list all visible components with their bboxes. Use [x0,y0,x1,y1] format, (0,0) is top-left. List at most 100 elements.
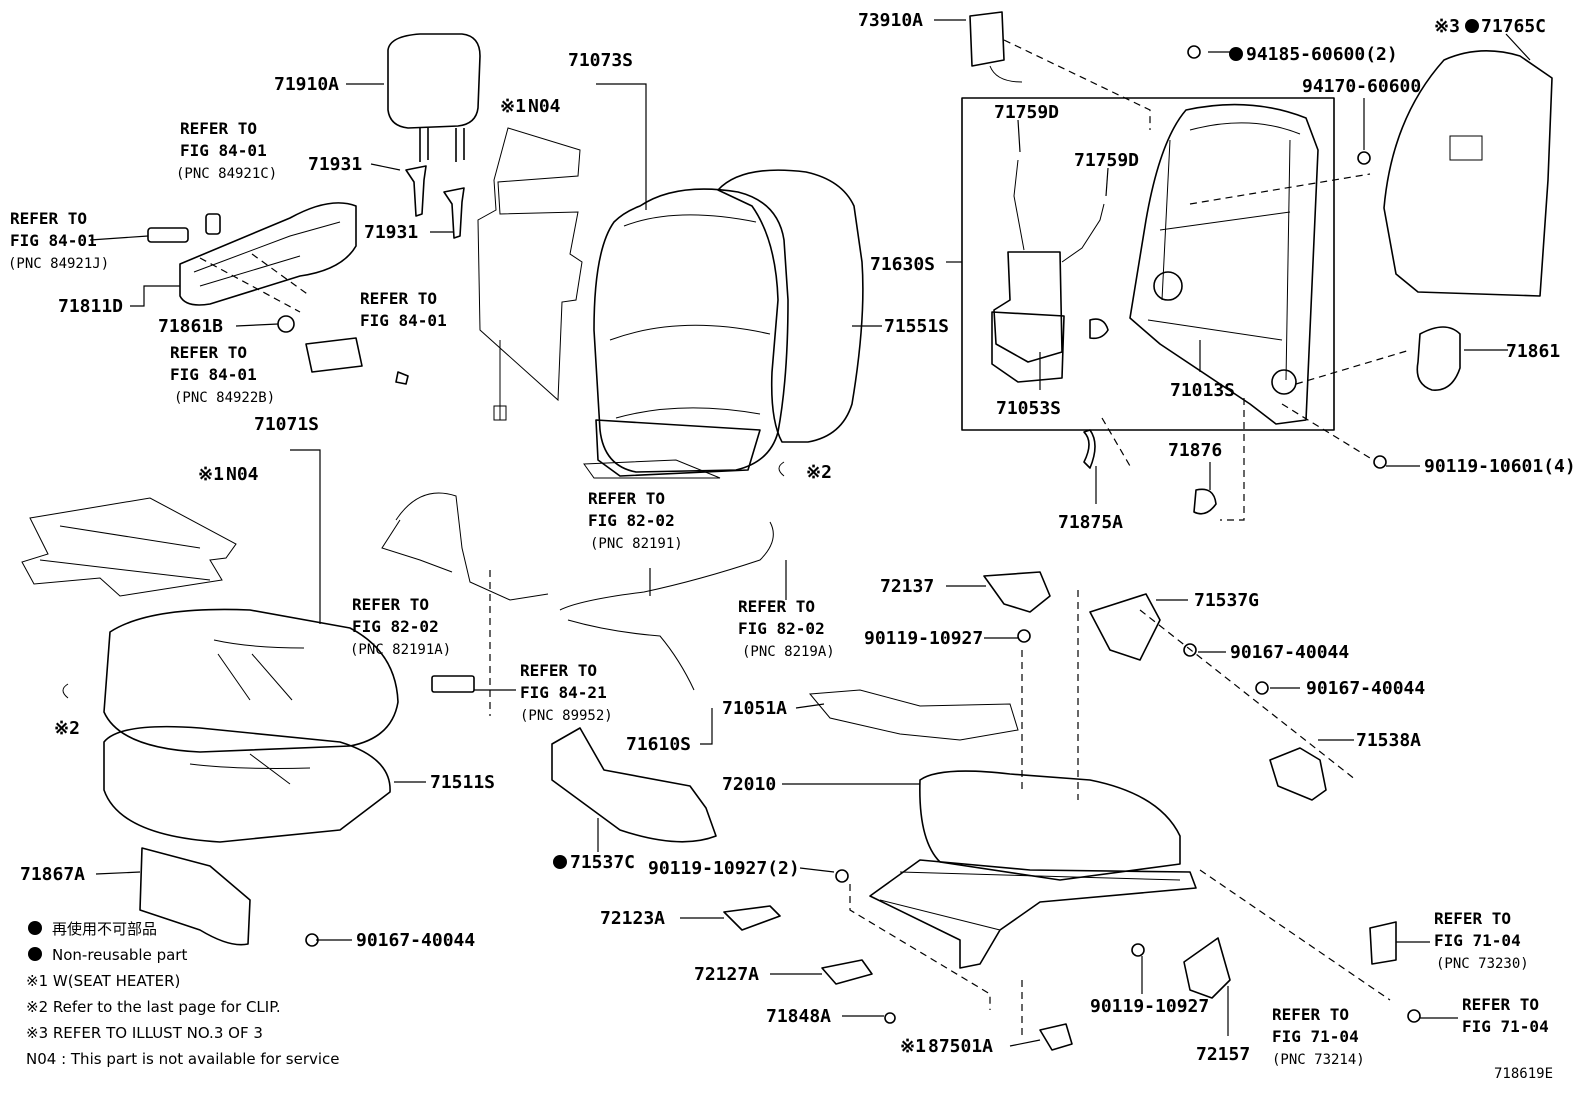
cover-72137 [983,571,1051,613]
buckle [1369,921,1397,965]
label-N04: N04 [226,464,259,485]
label-71811D: 71811D [58,296,123,317]
label-71511S: 71511S [430,772,495,793]
refer-blocks: REFER TO FIG 84-01 (PNC 84921C) REFER TO… [8,119,1549,1068]
label-72157: 72157 [1196,1044,1250,1065]
seat-heater-cushion [21,497,237,597]
clip-symbol [778,461,785,477]
label-71537G: 71537G [1194,590,1259,611]
legend-non-reusable-en: Non-reusable part [52,946,187,964]
mark-1: ※1 [198,464,224,485]
refer-to-label: REFER TO [588,489,665,508]
label-90167-40044: 90167-40044 [1230,642,1349,663]
airbag-module [969,11,1023,83]
refer-to-label: REFER TO [738,597,815,616]
mark-1: ※1 [500,96,526,117]
label-90119-10927: 90119-10927 [1090,996,1209,1017]
cover-71538A [1269,747,1327,801]
non-reusable-dot [1465,19,1479,33]
label-94170: 94170-60600 [1302,76,1421,97]
label-72137: 72137 [880,576,934,597]
label-87501A: 87501A [928,1036,993,1057]
cushion-front-panel [551,727,717,843]
label-N04: N04 [528,96,561,117]
label-72123A: 72123A [600,908,665,929]
ref-fig-82-02: FIG 82-02 [738,619,825,638]
side-shield [147,202,357,333]
refer-to-label: REFER TO [10,209,87,228]
refer-to-label: REFER TO [170,343,247,362]
legend: 再使用不可部品 Non-reusable part ※1 W(SEAT HEAT… [26,920,340,1068]
ref-pnc-82191A: (PNC 82191A) [350,642,451,658]
label-90167-40044: 90167-40044 [1306,678,1425,699]
refer-to-label: REFER TO [352,595,429,614]
cover-72123A [723,905,781,931]
label-72010: 72010 [722,774,776,795]
seat-back-assembly [583,169,864,479]
label-71053S: 71053S [996,398,1061,419]
headrest-guides [405,165,465,239]
label-90167-40044: 90167-40044 [356,930,475,951]
cushion-trim [139,847,251,946]
refer-to-label: REFER TO [520,661,597,680]
label-71073S: 71073S [568,50,633,71]
label-71537C: 71537C [570,852,635,873]
clip-71875A [1083,429,1096,469]
ref-pnc-82191: (PNC 82191) [590,536,683,552]
recliner-cover [1416,326,1461,391]
power-seat-switch [305,337,409,385]
ref-pnc-84921J: (PNC 84921J) [8,256,109,272]
seat-cushion [103,608,399,843]
sensor-87501A [1039,1023,1073,1051]
mark-1: ※1 [900,1036,926,1057]
ref-pnc-89952: (PNC 89952) [520,708,613,724]
seatback-frame-box [961,97,1335,431]
label-71759D: 71759D [994,102,1059,123]
wire-harness [381,492,774,693]
ref-fig-84-01: FIG 84-01 [10,231,97,250]
label-71848A: 71848A [766,1006,831,1027]
refer-to-label: REFER TO [1462,995,1539,1014]
label-71861: 71861 [1506,341,1560,362]
bolts [305,45,1421,1024]
ref-pnc-8219A: (PNC 8219A) [742,644,835,660]
ref-fig-84-21: FIG 84-21 [520,683,607,702]
refer-to-label: REFER TO [360,289,437,308]
legend-note-2: ※2 Refer to the last page for CLIP. [26,998,281,1016]
legend-dot-jp [28,921,42,935]
label-71610S: 71610S [626,734,691,755]
ref-fig-84-01: FIG 84-01 [360,311,447,330]
label-71861B: 71861B [158,316,223,337]
label-71875A: 71875A [1058,512,1123,533]
label-71759D: 71759D [1074,150,1139,171]
lumbar-support [991,159,1109,383]
mark-2: ※2 [54,718,80,739]
ref-fig-84-01: FIG 84-01 [170,365,257,384]
figure-id: 718619E [1494,1066,1553,1082]
ref-pnc-84922B: (PNC 84922B) [174,390,275,406]
label-90119-10927: 90119-10927 [864,628,983,649]
seatback-frame [1129,103,1319,425]
refer-to-label: REFER TO [1434,909,1511,928]
dashed-guides [199,39,1411,1040]
legend-non-reusable-jp: 再使用不可部品 [52,920,157,938]
label-71931: 71931 [364,222,418,243]
label-71931: 71931 [308,154,362,175]
ref-fig-71-04: FIG 71-04 [1272,1027,1359,1046]
ref-fig-82-02: FIG 82-02 [588,511,675,530]
mark-2: ※2 [806,462,832,483]
cover-72157 [1183,937,1231,999]
label-71013S: 71013S [1170,380,1235,401]
leader-lines [89,19,1531,1047]
label-73910A: 73910A [858,10,923,31]
ref-pnc-73214: (PNC 73214) [1272,1052,1365,1068]
non-reusable-dot [553,855,567,869]
ref-fig-82-02: FIG 82-02 [352,617,439,636]
label-71630S: 71630S [870,254,935,275]
ref-fig-84-01: FIG 84-01 [180,141,267,160]
legend-note-1: ※1 W(SEAT HEATER) [26,972,180,990]
ref-pnc-73230: (PNC 73230) [1436,956,1529,972]
ref-pnc-84921C: (PNC 84921C) [176,166,277,182]
refer-to-label: REFER TO [180,119,257,138]
seat-track [808,689,1197,969]
